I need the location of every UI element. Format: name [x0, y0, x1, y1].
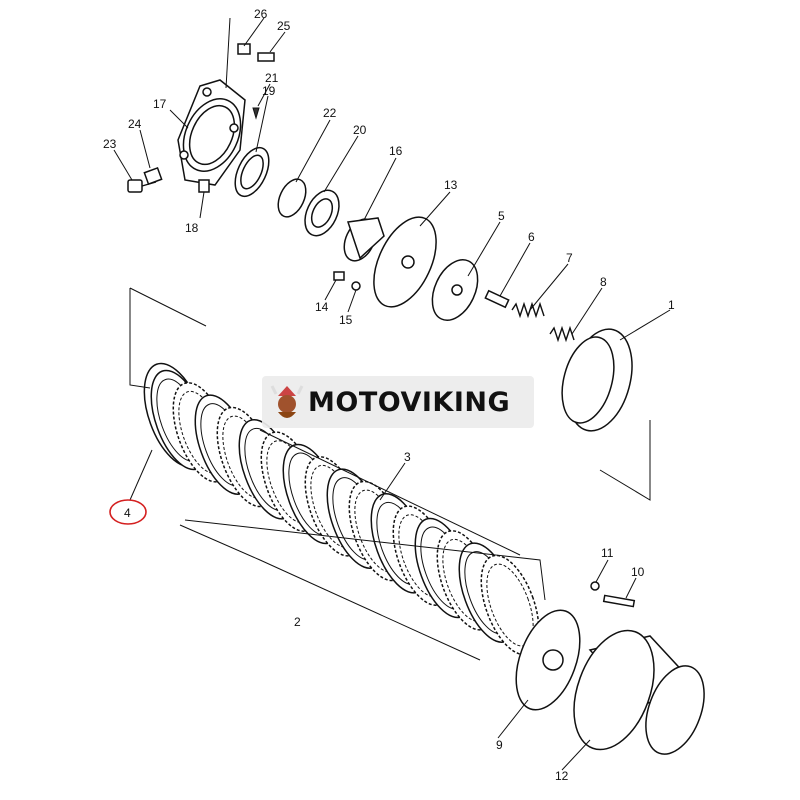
- callout-13: 13: [444, 178, 458, 192]
- callout-4: 4: [124, 506, 131, 520]
- bracket-housing: [177, 79, 246, 193]
- callout-18: 18: [185, 221, 199, 235]
- pressure-plate-13: [373, 216, 437, 308]
- washer-24: [143, 167, 163, 185]
- snap-ring-22: [277, 178, 307, 218]
- washer-15: [351, 281, 361, 291]
- callout-23: 23: [103, 137, 117, 151]
- callout-19: 19: [262, 84, 276, 98]
- callout-14: 14: [315, 300, 329, 314]
- leader-lines: [113, 17, 671, 771]
- washer-11: [590, 581, 600, 591]
- callout-5: 5: [498, 209, 505, 223]
- spring-8: [549, 325, 575, 343]
- bolt-14: [333, 271, 345, 281]
- callout-26: 26: [254, 7, 268, 21]
- bearing-20: [304, 189, 340, 237]
- watermark: MOTOVIKING: [262, 376, 534, 428]
- pressure-disc-9: [515, 609, 581, 711]
- nut-26: [237, 43, 251, 55]
- callout-20: 20: [353, 123, 367, 137]
- screw-21: [252, 107, 260, 120]
- clutch-hub-1: [561, 328, 633, 432]
- callout-25: 25: [277, 19, 291, 33]
- hub-16: [343, 217, 385, 262]
- clutch-plate-stack: [143, 362, 540, 656]
- stud-25: [257, 52, 275, 62]
- callout-22: 22: [323, 106, 337, 120]
- callout-labels: 26 25 21 19 17 24 23 22 20 16 13 18 5 6 …: [103, 7, 675, 783]
- clutch-drum-12: [573, 629, 705, 755]
- callout-2: 2: [294, 615, 301, 629]
- bearing-holder-19: [234, 146, 270, 198]
- callout-17: 17: [153, 97, 167, 111]
- callout-21: 21: [265, 71, 279, 85]
- callout-6: 6: [528, 230, 535, 244]
- callout-3: 3: [404, 450, 411, 464]
- highlight-circle: [109, 499, 147, 525]
- callout-1: 1: [668, 298, 675, 312]
- callout-24: 24: [128, 117, 142, 131]
- callout-9: 9: [496, 738, 503, 752]
- pin-6: [484, 289, 510, 309]
- spring-7: [511, 301, 545, 319]
- callout-12: 12: [555, 769, 569, 783]
- callout-16: 16: [389, 144, 403, 158]
- watermark-text: MOTOVIKING: [308, 386, 511, 418]
- callout-15: 15: [339, 313, 353, 327]
- bolt-10: [602, 594, 636, 608]
- spring-plate-5: [431, 259, 479, 321]
- callout-7: 7: [566, 251, 573, 265]
- viking-logo-icon: [270, 385, 304, 418]
- callout-8: 8: [600, 275, 607, 289]
- callout-10: 10: [631, 565, 645, 579]
- callout-11: 11: [601, 546, 614, 560]
